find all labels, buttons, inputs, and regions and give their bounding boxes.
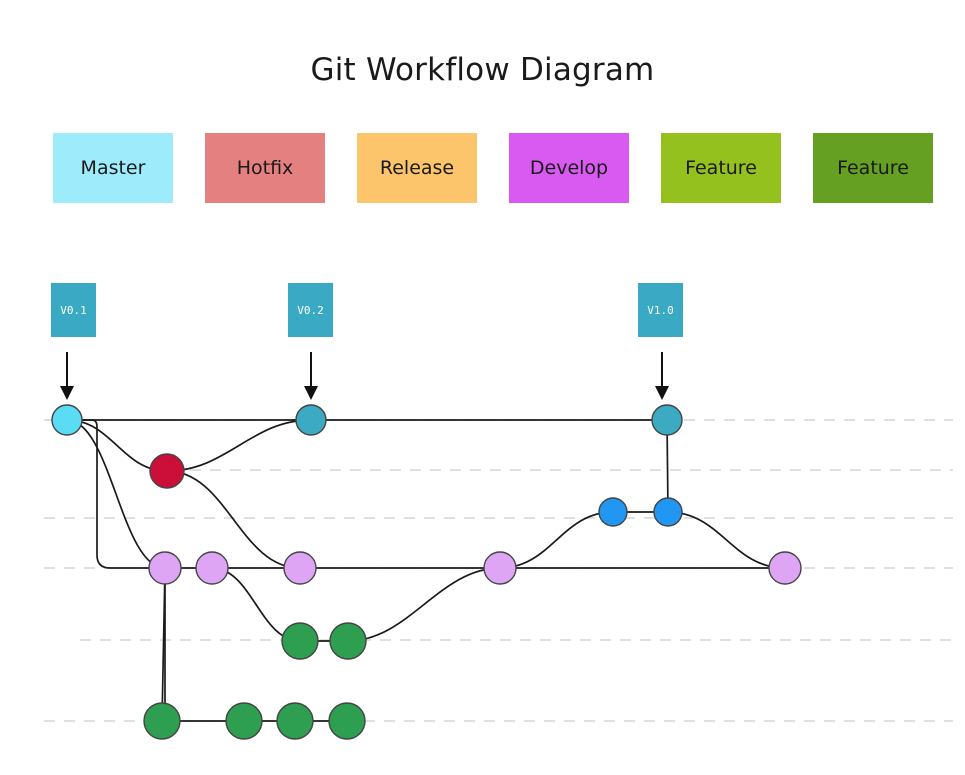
version-tag-label: V0.2 (297, 303, 324, 317)
commit-node-develop-d1[interactable] (148, 551, 182, 585)
edge-r2-d5 (667, 511, 786, 569)
edge-h1-d3 (166, 470, 301, 569)
commit-node-master-m3[interactable] (651, 404, 683, 436)
commit-node-feature1-f1[interactable] (281, 622, 319, 660)
version-tag-v1-0[interactable]: V1.0 (638, 283, 683, 337)
version-tag-label: V0.1 (60, 303, 87, 317)
tag-arrows (60, 352, 669, 400)
commit-node-develop-d4[interactable] (483, 551, 517, 585)
commit-node-develop-d2[interactable] (195, 551, 229, 585)
legend-item-label: Feature (837, 157, 909, 179)
version-tag-v0-1[interactable]: V0.1 (51, 283, 96, 337)
edge-master-to-develop-elbow (67, 419, 165, 569)
legend-item-feature-5[interactable]: Feature (813, 133, 933, 203)
commit-node-feature2-g4[interactable] (328, 702, 366, 740)
legend-item-label: Release (379, 157, 455, 179)
commit-node-master-m1[interactable] (51, 404, 83, 436)
commit-node-master-m2[interactable] (295, 404, 327, 436)
legend-item-label: Hotfix (236, 157, 294, 179)
legend-item-hotfix-1[interactable]: Hotfix (205, 133, 325, 203)
commit-node-develop-d5[interactable] (768, 551, 802, 585)
commit-node-feature2-g3[interactable] (276, 702, 314, 740)
edge-d4-r1 (499, 511, 614, 569)
commit-nodes (51, 404, 802, 740)
legend-item-label: Master (80, 157, 146, 179)
legend-item-develop-3[interactable]: Develop (509, 133, 629, 203)
edge-m1-d1 (66, 419, 166, 569)
edge-h1-m2 (166, 419, 312, 472)
legend-item-feature-4[interactable]: Feature (661, 133, 781, 203)
commit-node-feature2-g2[interactable] (225, 702, 263, 740)
legend-item-label: Feature (685, 157, 757, 179)
legend-item-master-0[interactable]: Master (53, 133, 173, 203)
page-title: Git Workflow Diagram (310, 52, 655, 88)
commit-node-develop-d3[interactable] (283, 551, 317, 585)
version-tag-label: V1.0 (647, 303, 674, 317)
edge-f2-d4 (347, 567, 501, 642)
lane-gridlines (44, 419, 953, 722)
branch-legend: Master Hotfix Release Develop Feature Feature (53, 133, 933, 203)
commit-node-feature2-g1[interactable] (143, 702, 181, 740)
commit-node-release-r1[interactable] (598, 497, 628, 527)
commit-node-feature1-f2[interactable] (329, 622, 367, 660)
commit-node-hotfix-h1[interactable] (149, 453, 185, 489)
legend-item-label: Develop (529, 157, 609, 179)
commit-node-release-r2[interactable] (653, 497, 683, 527)
version-tag-v0-2[interactable]: V0.2 (288, 283, 333, 337)
legend-item-release-2[interactable]: Release (357, 133, 477, 203)
